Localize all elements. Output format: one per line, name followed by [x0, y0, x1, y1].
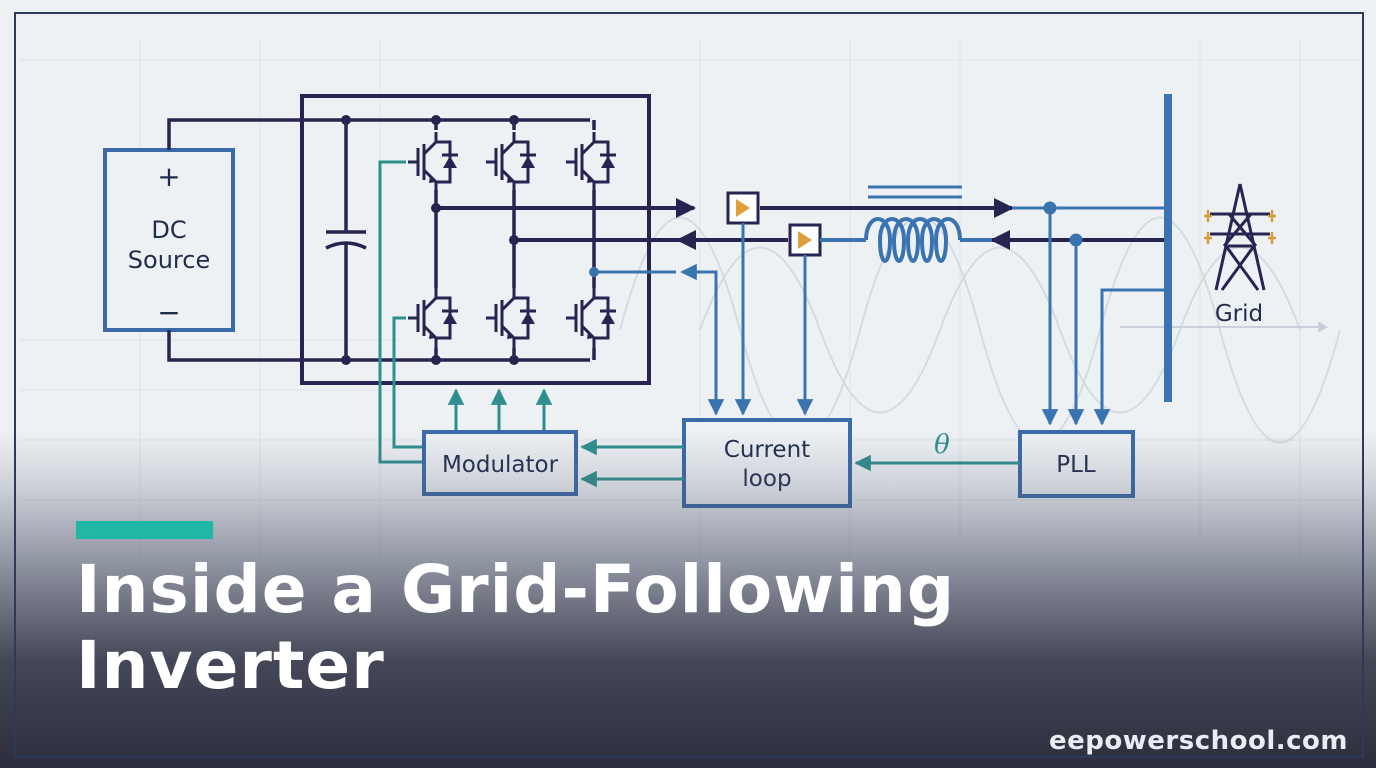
dc-source: + DC Source − — [103, 148, 235, 332]
modulator-block: Modulator — [422, 430, 578, 496]
transmission-tower-icon — [1204, 183, 1276, 291]
dc-source-label-line2: Source — [128, 246, 210, 274]
dc-source-label-line1: DC — [151, 216, 186, 244]
background-waves — [619, 216, 1341, 444]
sensor-feedback-lines — [694, 223, 814, 416]
dc-link-capacitor — [325, 120, 367, 360]
dc-minus-sign: − — [157, 296, 180, 329]
background-axis-arrow — [1318, 321, 1328, 333]
site-watermark: eepowerschool.com — [1049, 726, 1348, 756]
theta-label: θ — [934, 430, 950, 460]
pll-label: PLL — [1056, 452, 1096, 478]
current-loop-block: Current loop — [682, 418, 852, 508]
current-loop-label-line1: Current — [724, 437, 810, 463]
modulator-label: Modulator — [442, 452, 559, 478]
current-sensor-a — [726, 191, 760, 225]
current-sensor-b — [788, 223, 822, 257]
current-loop-label-line2: loop — [742, 466, 791, 492]
dc-plus-sign: + — [157, 160, 180, 193]
grid-label: Grid — [1215, 301, 1263, 327]
accent-bar — [76, 521, 213, 539]
page-title: Inside a Grid-Following Inverter — [76, 551, 956, 704]
pll-block: PLL — [1018, 430, 1135, 498]
